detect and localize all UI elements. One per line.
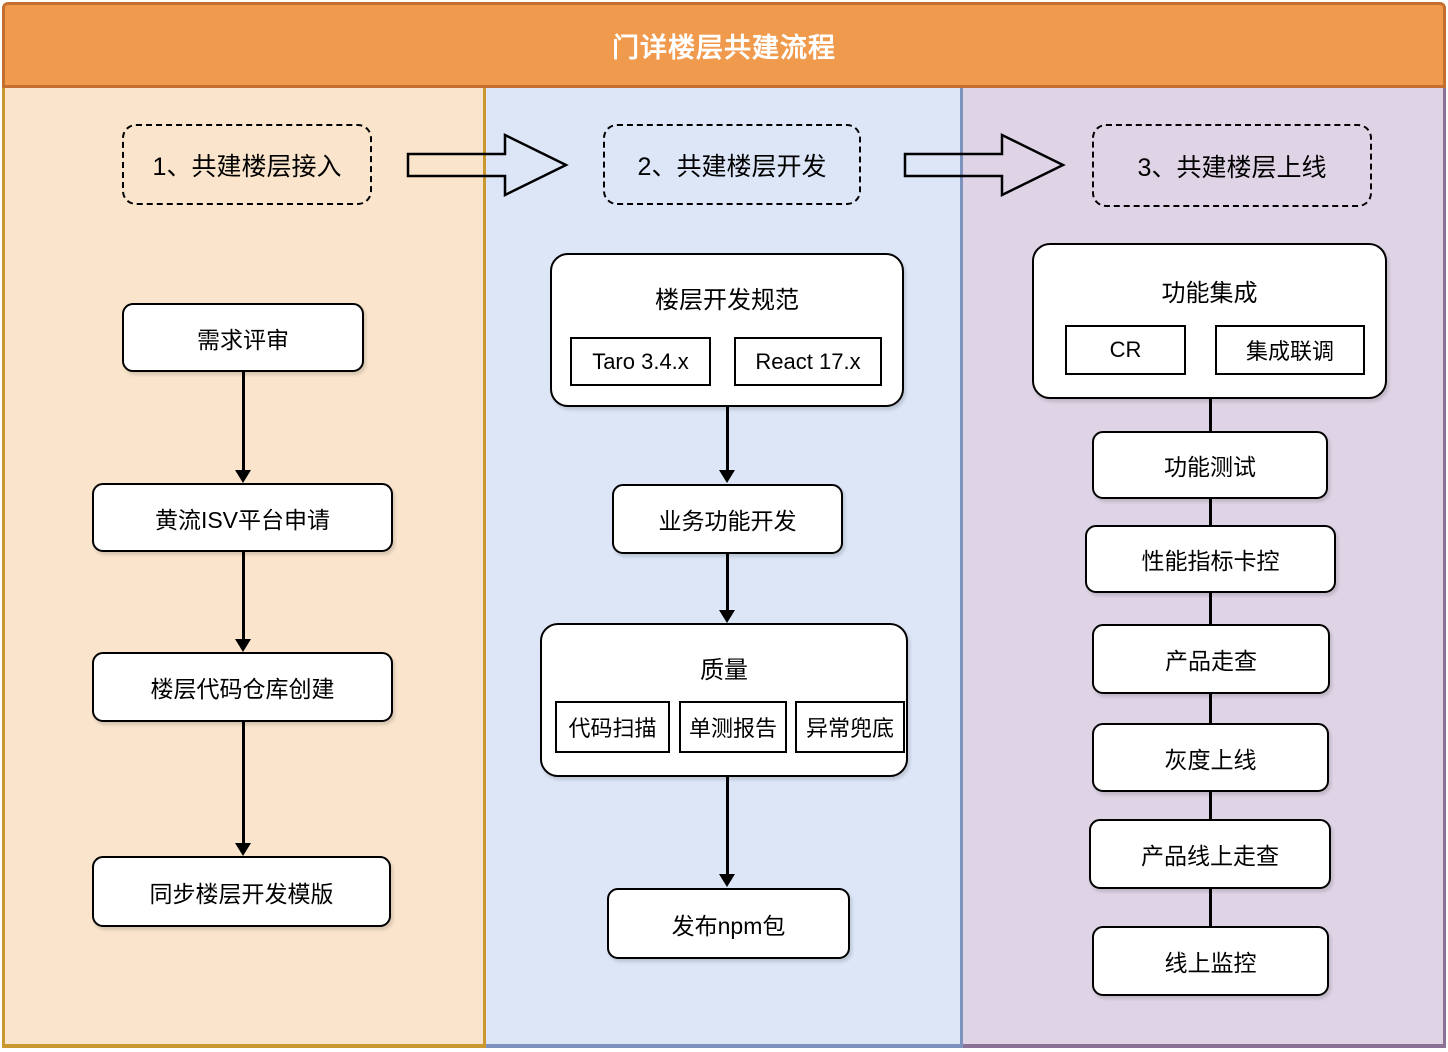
group-dev-spec: 楼层开发规范 Taro 3.4.x React 17.x [550, 253, 904, 407]
group-quality: 质量 代码扫描 单测报告 异常兜底 [540, 623, 908, 777]
node-label: 楼层代码仓库创建 [150, 676, 335, 702]
chip-label: 代码扫描 [568, 716, 657, 741]
connector-line [1209, 593, 1212, 624]
chip-exception-fallback: 异常兜底 [795, 701, 905, 753]
node-label: 灰度上线 [1164, 746, 1257, 773]
group-feature-integration: 功能集成 CR 集成联调 [1032, 243, 1387, 399]
connector-arrowhead [235, 470, 251, 483]
connector-line [242, 552, 245, 640]
node-function-test: 功能测试 [1092, 431, 1328, 499]
chip-label: 异常兜底 [805, 716, 894, 741]
node-label: 需求评审 [197, 326, 289, 353]
stage3-label-box: 3、共建楼层上线 [1092, 124, 1372, 207]
node-product-walkthrough: 产品走查 [1092, 624, 1330, 694]
chip-integration-joint-debug: 集成联调 [1215, 325, 1365, 375]
stage2-label-box: 2、共建楼层开发 [603, 124, 861, 205]
chip-label: 集成联调 [1245, 339, 1334, 364]
node-sync-template: 同步楼层开发模版 [92, 856, 391, 927]
connector-line [1209, 694, 1212, 723]
connector-line [726, 407, 729, 471]
node-business-dev: 业务功能开发 [612, 484, 843, 554]
node-performance-gate: 性能指标卡控 [1085, 525, 1336, 593]
chip-label: React 17.x [755, 348, 861, 374]
stage2-to-stage3-arrow [903, 132, 1066, 198]
node-label: 产品走查 [1165, 648, 1257, 674]
group-title: 功能集成 [1161, 280, 1258, 307]
node-label: 发布npm包 [671, 912, 786, 939]
group-title: 楼层开发规范 [655, 287, 799, 314]
stage2-label: 2、共建楼层开发 [637, 152, 827, 181]
connector-line [1209, 499, 1212, 525]
connector-line [242, 722, 245, 844]
diagram-title-bar: 门详楼层共建流程 [2, 2, 1446, 88]
node-product-online-walkthrough: 产品线上走查 [1089, 819, 1331, 889]
stage1-label-box: 1、共建楼层接入 [122, 124, 372, 205]
node-publish-npm: 发布npm包 [607, 888, 850, 959]
chip-code-scan: 代码扫描 [555, 701, 670, 753]
stage1-to-stage2-arrow [406, 132, 569, 198]
node-label: 产品线上走查 [1141, 843, 1279, 869]
chip-unit-test-report: 单测报告 [679, 701, 787, 753]
node-label: 功能测试 [1164, 454, 1256, 480]
stage1-label: 1、共建楼层接入 [152, 152, 342, 181]
connector-line [726, 554, 729, 611]
connector-arrowhead [719, 470, 735, 483]
chip-label: CR [1109, 337, 1142, 362]
node-isv-platform-apply: 黄流ISV平台申请 [92, 483, 393, 552]
chip-label: Taro 3.4.x [592, 348, 689, 374]
connector-line [1209, 792, 1212, 819]
node-online-monitoring: 线上监控 [1092, 926, 1329, 996]
node-gray-release: 灰度上线 [1092, 723, 1329, 792]
connector-line [242, 372, 245, 471]
node-requirement-review: 需求评审 [122, 303, 364, 372]
node-label: 黄流ISV平台申请 [154, 506, 331, 533]
node-label: 线上监控 [1164, 950, 1257, 976]
node-label: 业务功能开发 [658, 508, 797, 534]
connector-line [1209, 889, 1212, 927]
connector-arrowhead [235, 843, 251, 856]
connector-arrowhead [719, 874, 735, 887]
diagram-title: 门详楼层共建流程 [612, 32, 836, 63]
chip-label: 单测报告 [688, 716, 777, 741]
group-title: 质量 [700, 657, 748, 684]
node-label: 同步楼层开发模版 [149, 880, 334, 907]
stage3-label: 3、共建楼层上线 [1137, 153, 1327, 182]
connector-line [726, 777, 729, 875]
chip-taro: Taro 3.4.x [570, 337, 711, 386]
connector-line [1209, 399, 1212, 432]
chip-react: React 17.x [734, 337, 882, 386]
node-repo-create: 楼层代码仓库创建 [92, 652, 393, 722]
connector-arrowhead [719, 610, 735, 623]
node-label: 性能指标卡控 [1141, 548, 1280, 574]
connector-arrowhead [235, 639, 251, 652]
chip-cr: CR [1065, 325, 1186, 375]
